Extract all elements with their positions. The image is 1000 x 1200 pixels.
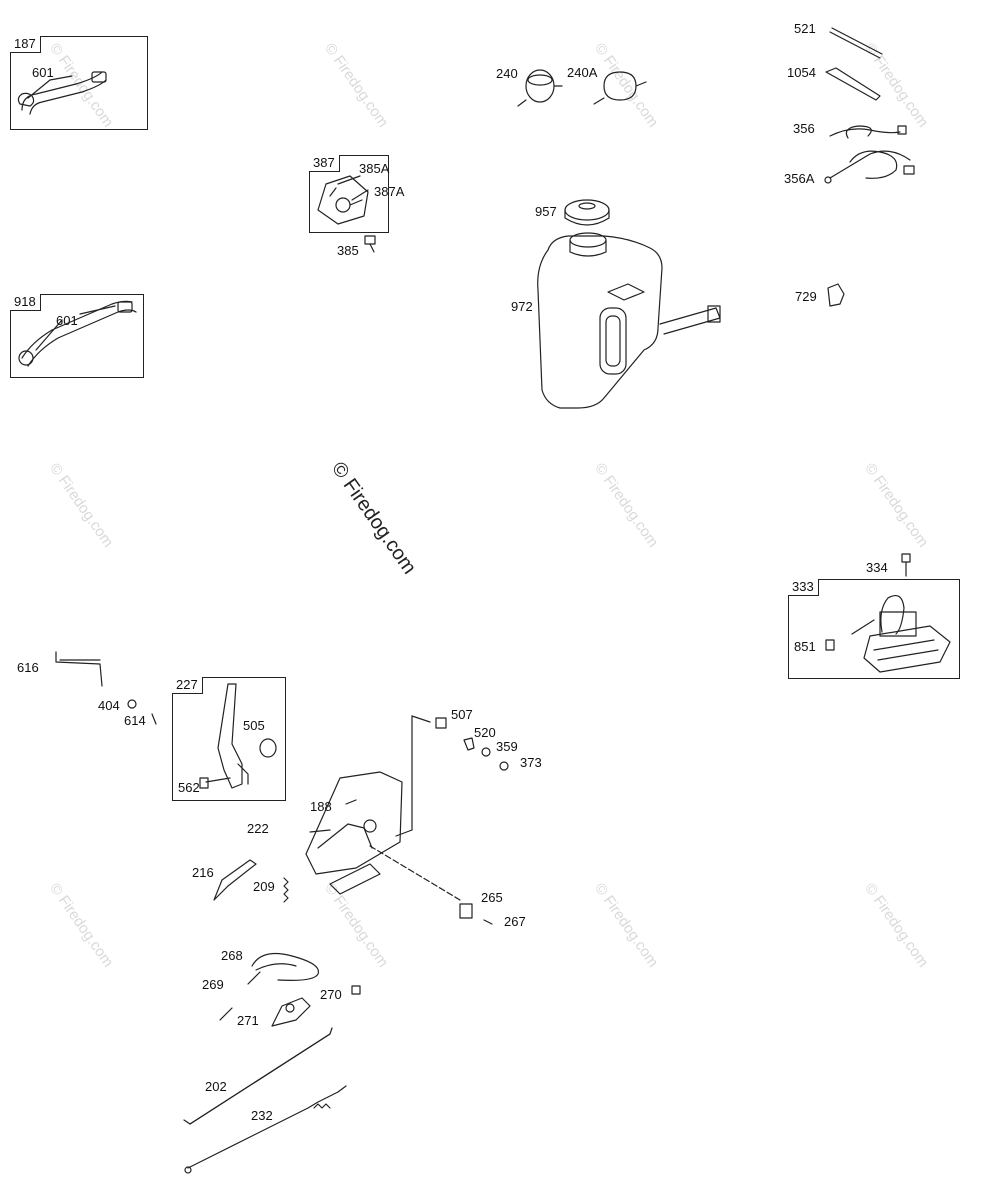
cable-268 (251, 953, 320, 981)
part-label-222: 222 (247, 821, 269, 836)
part-label-271: 271 (237, 1013, 259, 1028)
box-333 (788, 579, 960, 679)
part-label-373: 373 (520, 755, 542, 770)
part-label-216: 216 (192, 865, 214, 880)
part-label-851: 851 (794, 639, 816, 654)
part-label-232: 232 (251, 1108, 273, 1123)
part-label-387A: 387A (374, 184, 405, 199)
rod-616 (55, 651, 103, 687)
hose-918 (18, 300, 137, 367)
part-label-614: 614 (124, 713, 146, 728)
tie-1054 (825, 67, 881, 101)
part-label-520: 520 (474, 725, 496, 740)
box-label-918: 918 (10, 294, 41, 311)
part-label-505: 505 (243, 718, 265, 733)
control-387 (317, 175, 376, 253)
box-918 (10, 294, 144, 378)
fuel-cap-957 (564, 199, 610, 226)
part-label-729: 729 (795, 289, 817, 304)
box-label-187: 187 (10, 36, 41, 53)
part-label-404: 404 (98, 698, 120, 713)
bracket-222 (305, 715, 461, 901)
part-label-601: 601 (56, 313, 78, 328)
part-label-359: 359 (496, 739, 518, 754)
part-label-616: 616 (17, 660, 39, 675)
part-label-521: 521 (794, 21, 816, 36)
bolt-334 (901, 553, 911, 577)
fuel-filter-240A (593, 71, 647, 105)
part-label-209: 209 (253, 879, 275, 894)
armature-333 (825, 595, 951, 673)
box-187 (10, 36, 148, 130)
fuel-tank-972 (537, 232, 721, 409)
screw-267 (483, 919, 493, 925)
box-label-333: 333 (788, 579, 819, 596)
part-label-562: 562 (178, 780, 200, 795)
lever-227 (199, 683, 277, 789)
spring-209 (283, 877, 289, 903)
part-label-334: 334 (866, 560, 888, 575)
part-label-507: 507 (451, 707, 473, 722)
hose-187 (17, 71, 107, 115)
bracket-271 (271, 997, 311, 1027)
pin-614 (151, 713, 157, 725)
nut-270 (351, 985, 361, 995)
box-label-227: 227 (172, 677, 203, 694)
part-label-270: 270 (320, 987, 342, 1002)
part-label-202: 202 (205, 1079, 227, 1094)
fuel-filter-240 (517, 69, 563, 107)
clip-507 (435, 717, 447, 729)
rod-232 (184, 1085, 347, 1174)
link-216 (213, 859, 257, 901)
part-label-957: 957 (535, 204, 557, 219)
part-label-268: 268 (221, 948, 243, 963)
clip-729 (827, 283, 845, 307)
wire-356A (824, 150, 915, 184)
part-label-1054: 1054 (787, 65, 816, 80)
part-label-265: 265 (481, 890, 503, 905)
part-label-188: 188 (310, 799, 332, 814)
part-label-240: 240 (496, 66, 518, 81)
clip-265 (459, 903, 473, 919)
box-227 (172, 677, 286, 801)
rod-202 (183, 1027, 333, 1125)
wire-356 (829, 125, 907, 139)
clip-520 (463, 737, 475, 751)
part-label-972: 972 (511, 299, 533, 314)
washer-359 (481, 747, 491, 757)
part-label-356A: 356A (784, 171, 815, 186)
part-label-385: 385 (337, 243, 359, 258)
part-label-240A: 240A (567, 65, 598, 80)
part-label-356: 356 (793, 121, 815, 136)
part-label-269: 269 (202, 977, 224, 992)
part-label-385A: 385A (359, 161, 390, 176)
part-label-267: 267 (504, 914, 526, 929)
box-387 (309, 155, 389, 233)
box-label-387: 387 (309, 155, 340, 172)
part-label-601: 601 (32, 65, 54, 80)
nut-373 (499, 761, 509, 771)
rod-521 (829, 27, 883, 59)
washer-404 (127, 699, 137, 709)
